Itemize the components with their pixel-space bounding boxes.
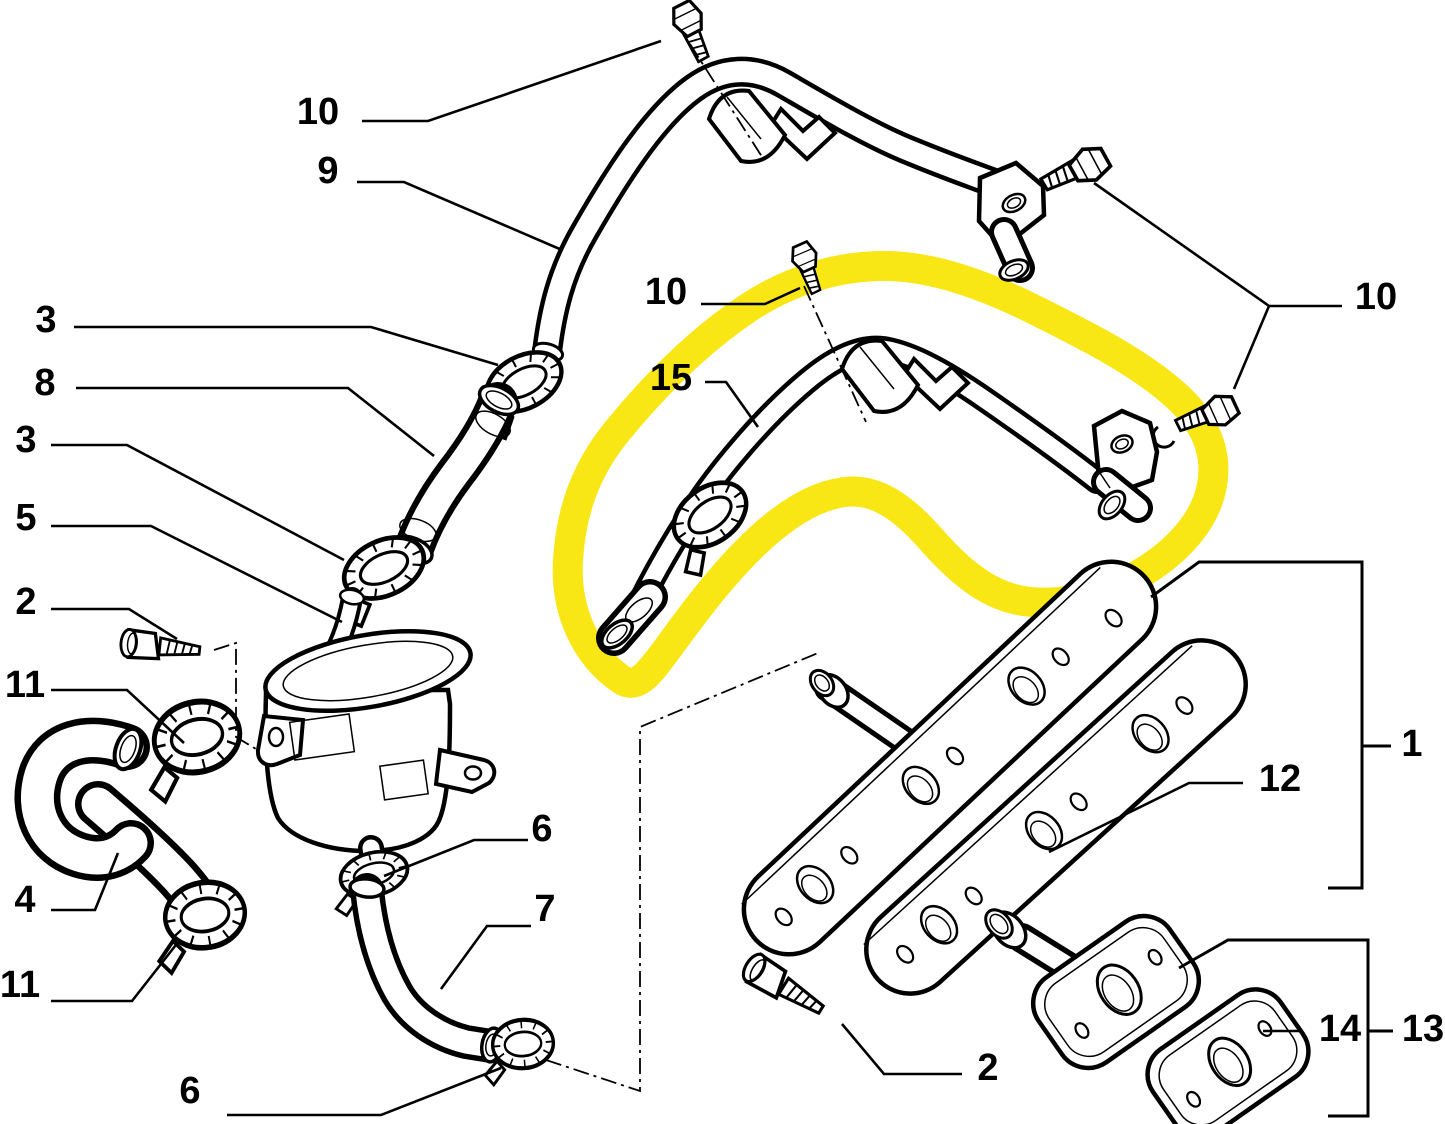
part-8-hose xyxy=(390,382,521,568)
callout-10-right: 10 xyxy=(1355,276,1397,318)
callout-12: 12 xyxy=(1259,758,1301,800)
callout-5: 5 xyxy=(15,497,36,539)
flange-hole-arc xyxy=(1151,425,1176,449)
callout-10-top-left: 10 xyxy=(297,91,339,133)
part-10-bolt-top xyxy=(665,0,721,67)
callout-6-mid: 6 xyxy=(531,808,552,850)
part-11-clamp-upper xyxy=(133,693,252,804)
part-10-bolt-upper-right xyxy=(1035,139,1116,204)
part-12-gasket-plate xyxy=(863,638,1248,996)
callout-7: 7 xyxy=(534,888,555,930)
callout-10-mid: 10 xyxy=(645,271,687,313)
centerlines xyxy=(213,43,867,1093)
callout-3-upper: 3 xyxy=(35,299,56,341)
part-1-cooler-plate xyxy=(741,559,1159,957)
part-7-drain-hose xyxy=(348,873,508,1064)
callout-6-bottom: 6 xyxy=(179,1070,200,1112)
callout-13: 13 xyxy=(1402,1008,1444,1050)
callout-15: 15 xyxy=(650,357,692,399)
part-5-oil-separator xyxy=(255,587,497,885)
leader-lines xyxy=(51,39,1342,1117)
callout-11-lower: 11 xyxy=(0,964,40,1006)
part-15-end-flange xyxy=(1091,408,1176,523)
callout-3-lower: 3 xyxy=(15,419,36,461)
highlight-marker-part-15 xyxy=(552,250,1229,698)
part-2-bolt-bottom xyxy=(736,948,831,1025)
callout-11-upper: 11 xyxy=(5,664,45,706)
part-9-end-flange xyxy=(976,160,1047,283)
callout-2-left: 2 xyxy=(15,581,36,623)
callout-8: 8 xyxy=(34,362,55,404)
callout-14: 14 xyxy=(1319,1008,1361,1050)
callout-1: 1 xyxy=(1401,723,1422,765)
part-number-callouts: 10 9 3 8 3 5 2 11 4 11 6 7 6 10 15 10 1 … xyxy=(0,91,1444,1112)
group-brackets xyxy=(1150,560,1393,1118)
callout-4: 4 xyxy=(14,879,35,921)
part-14-flange-plate xyxy=(1030,913,1202,1071)
callout-9: 9 xyxy=(317,150,338,192)
part-2-bolt-left xyxy=(117,626,203,667)
part-13-blanking-plate xyxy=(1145,987,1311,1124)
cooler-inlet-stub xyxy=(808,668,932,764)
callout-2-bottom: 2 xyxy=(977,1047,998,1089)
